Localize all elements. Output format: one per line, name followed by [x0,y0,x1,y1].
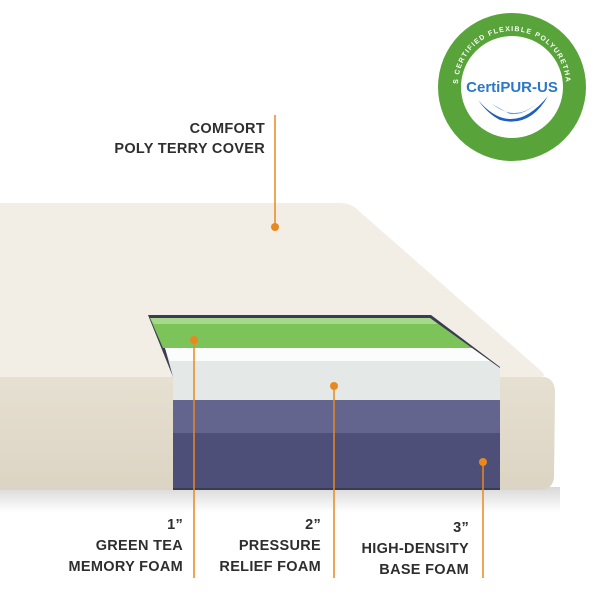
cover-label-line1: COMFORT [190,121,265,137]
green-tea-foam-layer [150,318,472,348]
base-label-line2: HIGH-DENSITY [361,541,469,557]
green-foam-highlight [150,318,438,324]
cover-callout-dot [271,223,279,231]
certipur-us-seal: CONTAINS CERTIFIED FLEXIBLE POLYURETHANE… [0,0,586,161]
seal-brand: CertiPUR-US [466,79,558,96]
floor-shadow [0,487,560,512]
green-label-line3: MEMORY FOAM [69,559,183,575]
green-label-size: 1” [167,517,183,533]
seal-swoosh-icon [478,96,548,122]
pressure-callout-dot [330,382,338,390]
green-label-line2: GREEN TEA [96,538,184,554]
cover-label-line2: POLY TERRY COVER [114,141,265,157]
pressure-label-line2: PRESSURE [239,538,321,554]
white-foam-highlight [165,348,490,361]
base-label-size: 3” [453,520,469,536]
pressure-label-size: 2” [305,517,321,533]
base-label-line3: BASE FOAM [379,562,469,578]
base-foam-highlight [173,400,500,433]
pressure-label-line3: RELIEF FOAM [219,559,321,575]
green-callout-dot [190,336,198,344]
callout-lines [193,115,484,578]
base-callout-dot [479,458,487,466]
